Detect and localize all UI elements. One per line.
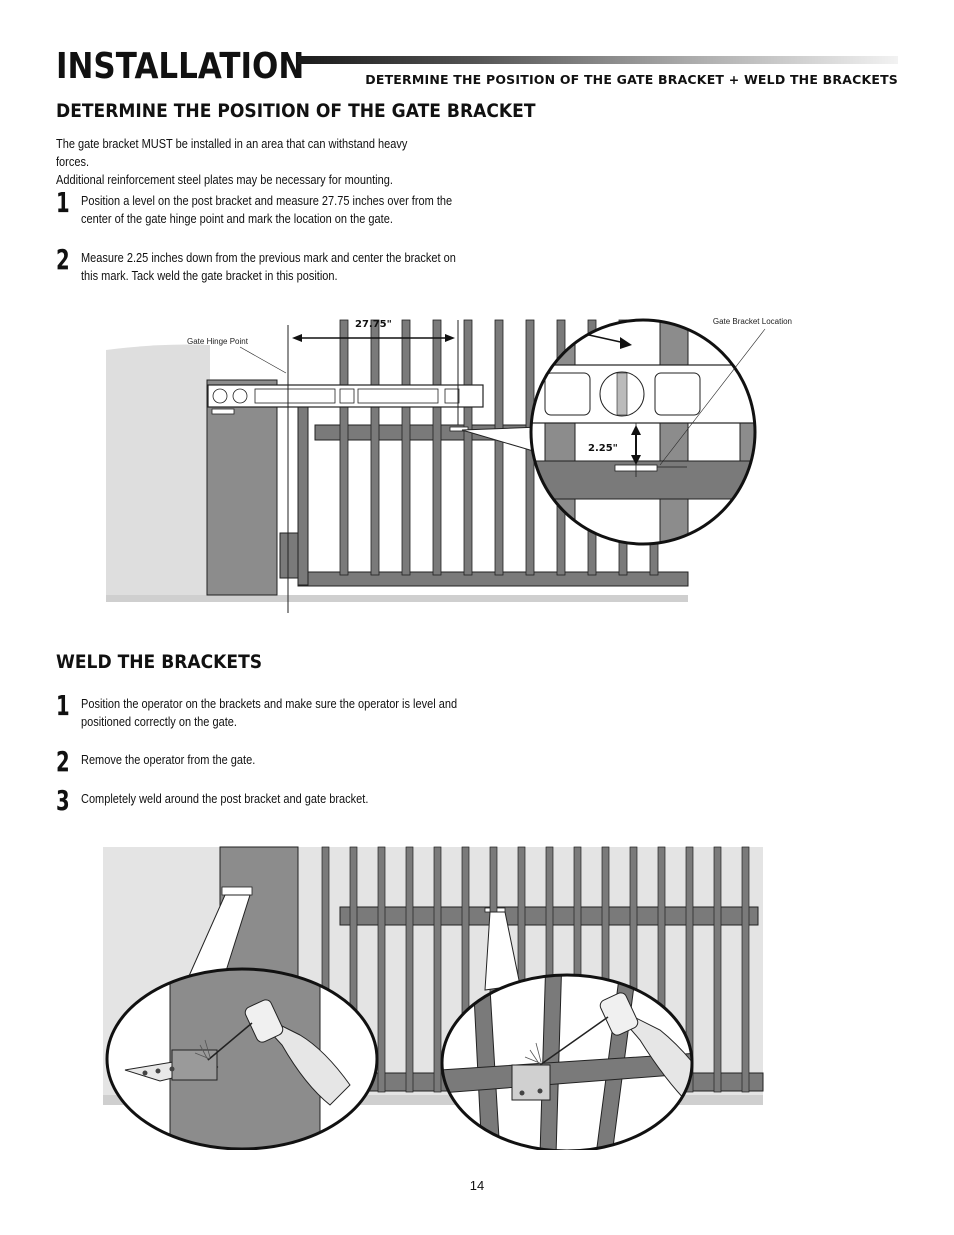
step-text: Position the operator on the brackets an… [81, 695, 459, 731]
step-number: 1 [56, 186, 70, 219]
intro-line-1: The gate bracket MUST be installed in an… [56, 137, 408, 169]
step-text-line: center of the gate hinge point and mark … [81, 212, 393, 226]
label-gate-bracket-location: Gate Bracket Location [713, 317, 792, 326]
dimension-arrow-left [292, 334, 302, 342]
leader-hinge [239, 346, 287, 374]
dimension-arrow-right [445, 334, 455, 342]
step-text-line: Remove the operator from the gate. [81, 753, 256, 767]
step-text: Remove the operator from the gate. [81, 751, 459, 769]
page-number: 14 [469, 1178, 485, 1193]
dimension-label-horizontal: 27.75" [355, 319, 392, 330]
ground-line [103, 1095, 763, 1105]
wall-background [106, 344, 210, 600]
level-tool [207, 384, 484, 408]
gate-post [206, 379, 278, 596]
section-heading-weld: WELD THE BRACKETS [56, 651, 263, 673]
step-number: 3 [56, 784, 70, 817]
post-bracket-weld-detail [105, 967, 379, 1150]
gate-bracket-position-diagram: 27.75" 2.25" Gate Hinge Point [106, 317, 792, 613]
step-text-line: Measure 2.25 inches down from the previo… [81, 251, 456, 265]
ground-line [106, 595, 688, 602]
zoom-detail-circle [529, 318, 757, 546]
step-text-line: Completely weld around the post bracket … [81, 792, 369, 806]
intro-paragraph: The gate bracket MUST be installed in an… [56, 135, 426, 189]
step-number: 2 [56, 243, 70, 276]
label-gate-hinge-point: Gate Hinge Point [187, 337, 249, 346]
title-rule [298, 56, 898, 64]
gate-bracket-mark [449, 426, 469, 432]
gate-end-stile [297, 404, 309, 586]
step-text-line: Position a level on the post bracket and… [81, 194, 453, 208]
dimension-label-vertical: 2.25" [588, 443, 618, 454]
section-heading-position: DETERMINE THE POSITION OF THE GATE BRACK… [56, 100, 536, 122]
step-number: 1 [56, 689, 70, 722]
step-text-line: positioned correctly on the gate. [81, 715, 237, 729]
page-title: INSTALLATION [56, 46, 305, 87]
step-text-line: this mark. Tack weld the gate bracket in… [81, 269, 338, 283]
step-text: Position a level on the post bracket and… [81, 192, 459, 228]
gate-bottom-rail [297, 571, 689, 587]
leader-bracket-location [659, 328, 766, 466]
step-text-line: Position the operator on the brackets an… [81, 697, 458, 711]
step-text: Completely weld around the post bracket … [81, 790, 459, 808]
intro-line-2: Additional reinforcement steel plates ma… [56, 173, 393, 187]
step-number: 2 [56, 745, 70, 778]
weld-brackets-diagram [103, 846, 764, 1150]
hinge [279, 532, 299, 579]
running-head: DETERMINE THE POSITION OF THE GATE BRACK… [365, 72, 898, 87]
post-bracket [211, 408, 235, 415]
gate-bracket-weld-detail [440, 973, 694, 1150]
post-bracket [221, 886, 253, 896]
step-text: Measure 2.25 inches down from the previo… [81, 249, 459, 285]
